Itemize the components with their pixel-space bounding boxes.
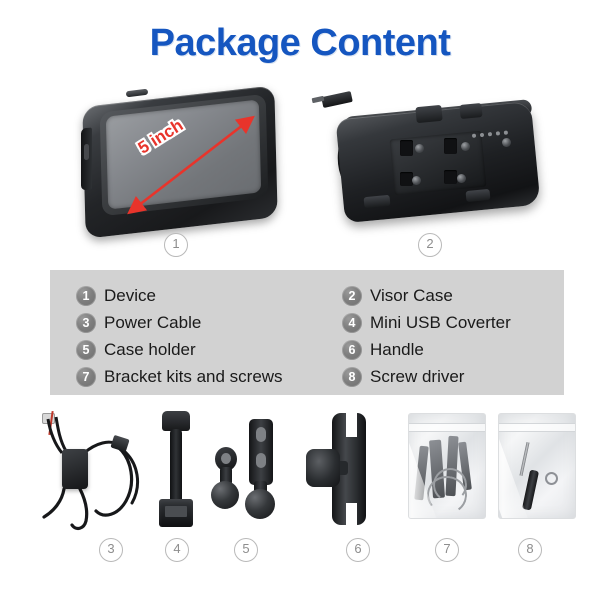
visor-screw xyxy=(412,176,421,185)
legend-label-case-holder: Case holder xyxy=(104,339,196,359)
product-image-bracket-kits: 7 xyxy=(400,405,495,562)
product-badge-5: 5 xyxy=(234,538,258,562)
product-image-mini-usb-converter: 4 xyxy=(140,405,220,562)
product-badge-6: 6 xyxy=(346,538,370,562)
visor-screw xyxy=(461,142,470,151)
power-converter-box xyxy=(62,449,88,489)
device-antenna xyxy=(125,88,149,98)
legend-label-power-cable: Power Cable xyxy=(104,312,202,332)
legend-column-right: 2 Visor Case 4 Mini USB Coverter 6 Handl… xyxy=(342,282,511,390)
product-image-handle: 6 xyxy=(300,405,410,562)
bottom-accessory-row: 3 4 5 6 xyxy=(0,405,600,562)
product-image-device: 5 inch 1 xyxy=(60,80,300,260)
device-illustration: 5 inch xyxy=(81,85,282,239)
legend-item-visor-case: 2 Visor Case xyxy=(342,282,511,309)
handle-jaw-top xyxy=(346,411,357,437)
legend-badge-8: 8 xyxy=(342,366,362,387)
legend-badge-7: 7 xyxy=(76,366,96,387)
visor-top-tab xyxy=(415,104,443,124)
product-badge-2: 2 xyxy=(418,233,442,257)
legend-label-handle: Handle xyxy=(370,339,424,359)
legend-badge-1: 1 xyxy=(76,285,96,306)
product-image-power-cable: 3 xyxy=(14,405,179,562)
legend-item-mini-usb-coverter: 4 Mini USB Coverter xyxy=(342,309,511,336)
legend-item-device: 1 Device xyxy=(76,282,283,309)
legend-badge-3: 3 xyxy=(76,312,96,333)
legend-item-case-holder: 5 Case holder xyxy=(76,336,283,363)
legend-column-left: 1 Device 3 Power Cable 5 Case holder 7 B… xyxy=(76,282,283,390)
legend-badge-5: 5 xyxy=(76,339,96,360)
plate-notch xyxy=(400,140,413,156)
legend-label-mini-usb-coverter: Mini USB Coverter xyxy=(370,312,511,332)
usb-a-slot xyxy=(165,506,187,517)
device-button xyxy=(84,143,89,161)
legend-label-visor-case: Visor Case xyxy=(370,285,453,305)
page-title: Package Content xyxy=(149,22,451,64)
product-image-case-holder: 5 xyxy=(205,405,295,562)
product-badge-7: 7 xyxy=(435,538,459,562)
handle-jaw-bottom xyxy=(346,503,357,525)
mini-usb-plug xyxy=(162,411,190,431)
diagonal-measure-arrow xyxy=(127,115,255,215)
legend-badge-6: 6 xyxy=(342,339,362,360)
visor-screw xyxy=(415,144,424,153)
legend-badge-4: 4 xyxy=(342,312,362,333)
product-badge-4: 4 xyxy=(165,538,189,562)
visor-screw xyxy=(502,138,511,147)
visor-screw xyxy=(457,174,466,183)
visor-bottom-tab-2 xyxy=(465,188,491,203)
legend-box: 1 Device 3 Power Cable 5 Case holder 7 B… xyxy=(50,270,564,395)
product-badge-3: 3 xyxy=(99,538,123,562)
product-badge-1: 1 xyxy=(164,233,188,257)
bag-seal xyxy=(499,423,575,432)
legend-badge-2: 2 xyxy=(342,285,362,306)
plate-notch xyxy=(444,138,457,154)
visor-case-illustration xyxy=(311,86,550,241)
legend-label-bracket-kits: Bracket kits and screws xyxy=(104,366,283,386)
legend-item-power-cable: 3 Power Cable xyxy=(76,309,283,336)
top-product-row: 5 inch 1 xyxy=(0,80,600,260)
product-image-screw-driver: 8 xyxy=(490,405,585,562)
bag-seal xyxy=(409,423,485,432)
mini-usb-cable xyxy=(170,429,182,503)
product-image-visor-case: 2 xyxy=(310,80,560,260)
legend-item-screw-driver: 8 Screw driver xyxy=(342,363,511,390)
handle-tightening-knob xyxy=(306,449,340,487)
screw-driver-bag xyxy=(498,413,576,519)
legend-item-handle: 6 Handle xyxy=(342,336,511,363)
plate-notch xyxy=(400,172,413,186)
legend-item-bracket-kits: 7 Bracket kits and screws xyxy=(76,363,283,390)
bracket-kit-bag xyxy=(408,413,486,519)
visor-top-tab-2 xyxy=(459,102,483,120)
legend-label-screw-driver: Screw driver xyxy=(370,366,465,386)
legend-label-device: Device xyxy=(104,285,156,305)
product-badge-8: 8 xyxy=(518,538,542,562)
plate-notch xyxy=(444,170,457,184)
